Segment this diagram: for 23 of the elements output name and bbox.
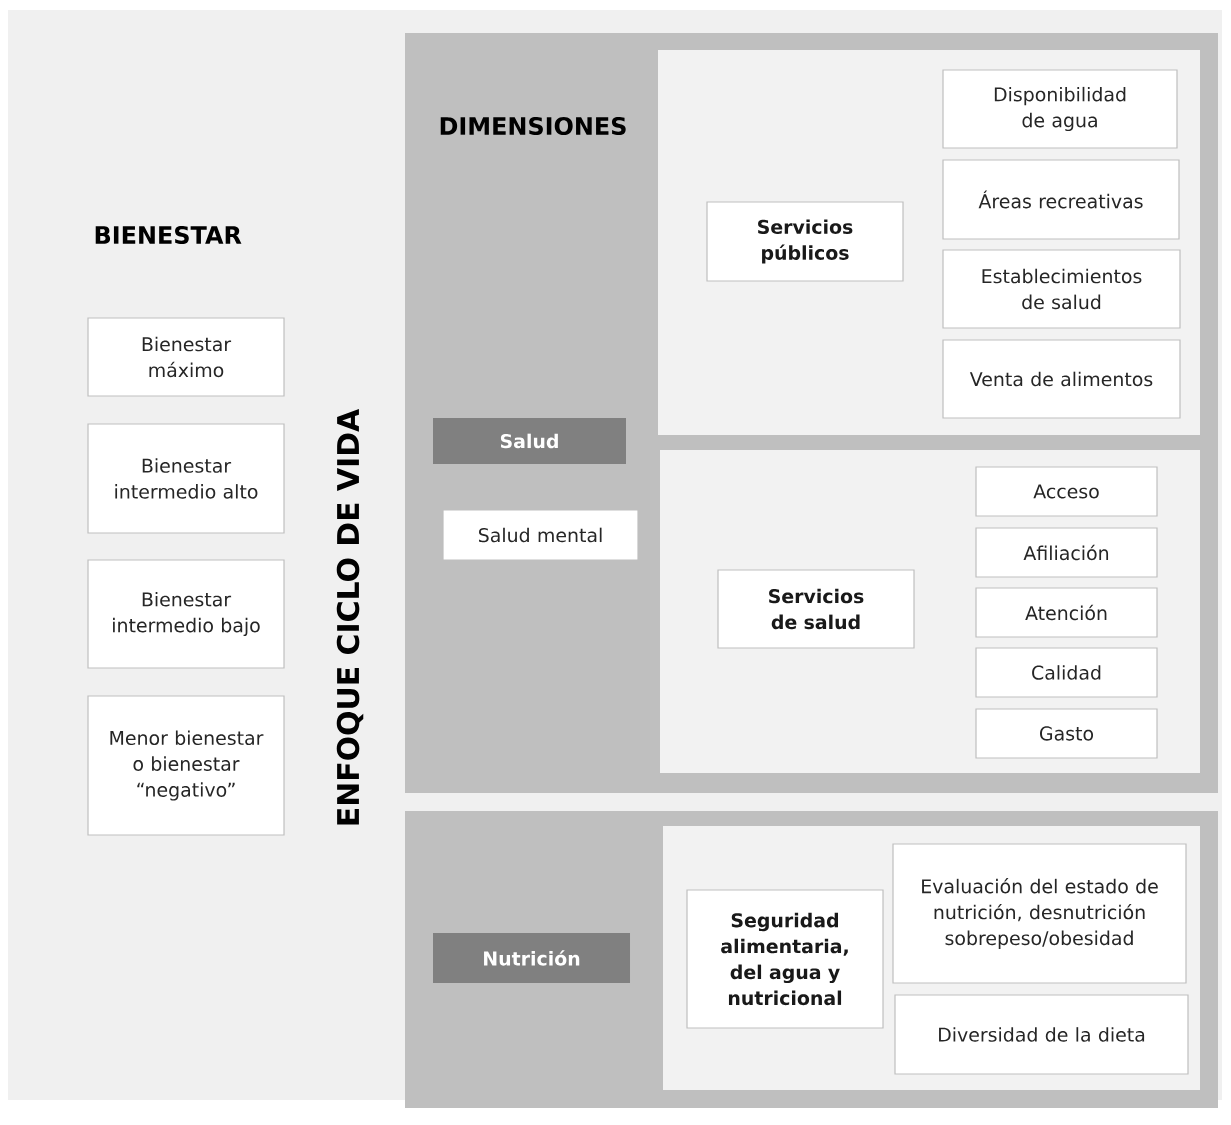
text-box: Bienestar intermedio bajo: [87, 559, 285, 669]
text-box: Establecimientos de salud: [942, 249, 1181, 329]
text-box: Evaluación del estado de nutrición, desnutrición sobrepeso/obesidad: [892, 843, 1187, 984]
text-box: Diversidad de la dieta: [894, 994, 1189, 1075]
text-box: Atención: [975, 587, 1158, 638]
category-box: Seguridad alimentaria, del agua y nutricional: [686, 889, 884, 1029]
text-box: Salud mental: [442, 509, 639, 561]
text-box: Bienestar intermedio alto: [87, 423, 285, 534]
category-box: Servicios de salud: [717, 569, 915, 649]
text-box: Afiliación: [975, 527, 1158, 578]
vertical-heading: ENFOQUE CICLO DE VIDA: [336, 409, 364, 825]
text-box: Gasto: [975, 708, 1158, 759]
text-box: Acceso: [975, 466, 1158, 517]
text-box: Venta de alimentos: [942, 339, 1181, 419]
heading: BIENESTAR: [95, 225, 242, 245]
text-box: Menor bienestar o bienestar “negativo”: [87, 695, 285, 836]
text-box: Calidad: [975, 647, 1158, 698]
dimension-tab: Salud: [433, 418, 626, 464]
text-box: Disponibilidad de agua: [942, 69, 1178, 149]
text-box: Áreas recreativas: [942, 159, 1180, 240]
dimension-tab: Nutrición: [433, 933, 630, 983]
category-box: Servicios públicos: [706, 201, 904, 282]
text-box: Bienestar máximo: [87, 317, 285, 397]
